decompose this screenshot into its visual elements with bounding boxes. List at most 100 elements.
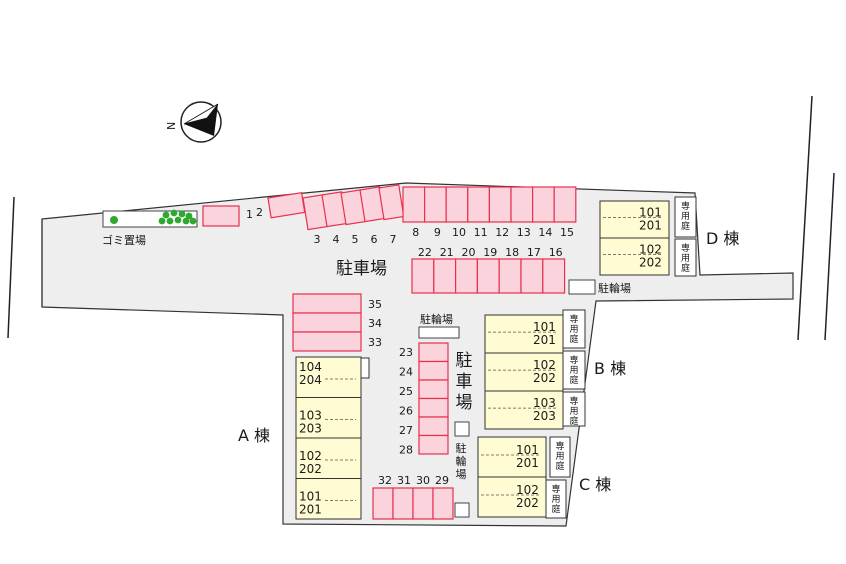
private-garden-label: 専用庭 bbox=[555, 440, 564, 472]
parking-space: 17 bbox=[520, 246, 544, 294]
parking-space-number: 15 bbox=[560, 226, 574, 239]
parking-space-number: 29 bbox=[435, 474, 449, 487]
private-garden: 専用庭 bbox=[674, 238, 697, 277]
unit-number: 201 bbox=[639, 219, 662, 233]
buildings: 1042041032031022021012011012011022021032… bbox=[295, 196, 697, 520]
parking-space-number: 35 bbox=[368, 298, 382, 311]
unit-number: 202 bbox=[299, 462, 322, 476]
unit-number: 103 bbox=[533, 396, 556, 410]
unit-number: 102 bbox=[299, 449, 322, 463]
tree-icon bbox=[110, 216, 118, 224]
parking-space-number: 4 bbox=[333, 233, 340, 246]
parking-space: 28 bbox=[399, 434, 449, 457]
unit-number: 102 bbox=[639, 243, 662, 257]
unit-number: 104 bbox=[299, 360, 322, 374]
tree-icon bbox=[158, 217, 166, 225]
private-garden: 専用庭 bbox=[562, 391, 586, 427]
boundary-line-left bbox=[7, 196, 15, 339]
private-garden: 専用庭 bbox=[562, 350, 586, 390]
parking-space-number: 12 bbox=[495, 226, 509, 239]
unit-number: 204 bbox=[299, 373, 322, 387]
parking-space-number: 31 bbox=[397, 474, 411, 487]
trees bbox=[110, 209, 197, 225]
parking-space: 10 bbox=[445, 186, 469, 239]
parking-space-number: 25 bbox=[399, 385, 413, 398]
parking-space-number: 2 bbox=[256, 206, 263, 219]
tree-icon bbox=[170, 209, 178, 217]
parking-space-number: 9 bbox=[434, 226, 441, 239]
unit-number: 202 bbox=[516, 496, 539, 510]
parking-center-label: 駐車場 bbox=[456, 351, 473, 413]
bicycle-parking-lower-box bbox=[454, 421, 470, 437]
unit-number: 201 bbox=[533, 333, 556, 347]
private-garden-label: 専用庭 bbox=[681, 242, 690, 274]
unit-number: 102 bbox=[516, 483, 539, 497]
parking-space-number: 17 bbox=[527, 246, 541, 259]
parking-space-number: 28 bbox=[399, 444, 413, 457]
parking-space-number: 34 bbox=[368, 317, 382, 330]
parking-space: 6 bbox=[359, 186, 386, 246]
boundary-line-right-2 bbox=[824, 172, 835, 341]
unit-number: 101 bbox=[516, 443, 539, 457]
compass-north-letter: N bbox=[165, 122, 178, 130]
tree-icon bbox=[166, 217, 174, 225]
parking-space-number: 11 bbox=[474, 226, 488, 239]
unit-number: 201 bbox=[516, 456, 539, 470]
building-a-label: A 棟 bbox=[238, 426, 270, 445]
parking-space-number: 30 bbox=[416, 474, 430, 487]
parking-space-number: 24 bbox=[399, 366, 413, 379]
parking-space-number: 1 bbox=[246, 208, 253, 221]
garbage-area-label: ゴミ置場 bbox=[102, 233, 146, 247]
unit-number: 101 bbox=[639, 206, 662, 220]
unit-number: 201 bbox=[299, 503, 322, 517]
parking-space-number: 23 bbox=[399, 346, 413, 359]
parking-space: 35 bbox=[292, 293, 382, 314]
parking-space-number: 33 bbox=[368, 336, 382, 349]
parking-space-number: 14 bbox=[538, 226, 552, 239]
parking-main-label: 駐車場 bbox=[336, 259, 387, 279]
parking-space-number: 5 bbox=[352, 233, 359, 246]
bicycle-parking-lower-label: 駐輪場 bbox=[456, 441, 467, 481]
parking-space: 9 bbox=[424, 186, 447, 239]
parking-space-number: 16 bbox=[549, 246, 563, 259]
parking-space-number: 10 bbox=[452, 226, 466, 239]
bicycle-parking-right-label: 駐輪場 bbox=[598, 281, 631, 295]
parking-space-number: 26 bbox=[399, 405, 413, 418]
private-garden-label: 専用庭 bbox=[681, 200, 690, 232]
parking-space-number: 18 bbox=[505, 246, 519, 259]
parking-space-number: 13 bbox=[517, 226, 531, 239]
unit-number: 203 bbox=[299, 422, 322, 436]
parking-space-number: 7 bbox=[390, 233, 397, 246]
private-garden: 専用庭 bbox=[562, 309, 586, 349]
bicycle-parking-right bbox=[568, 279, 596, 295]
unit-number: 101 bbox=[533, 320, 556, 334]
tree-icon bbox=[182, 217, 190, 225]
building-b-label: B 棟 bbox=[594, 359, 626, 378]
private-garden: 専用庭 bbox=[545, 479, 567, 519]
parking-space: 29 bbox=[432, 474, 454, 520]
building-d-label: D 棟 bbox=[706, 229, 739, 248]
parking-space-number: 3 bbox=[314, 233, 321, 246]
parking-space: 30 bbox=[412, 474, 434, 520]
tree-icon bbox=[189, 217, 197, 225]
bicycle-parking-top bbox=[418, 326, 460, 339]
unit-number: 101 bbox=[299, 490, 322, 504]
parking-space bbox=[202, 205, 240, 227]
unit-number: 202 bbox=[533, 371, 556, 385]
building-c-label: C 棟 bbox=[579, 475, 611, 494]
parking-space-number: 19 bbox=[483, 246, 497, 259]
parking-space-number: 20 bbox=[462, 246, 476, 259]
parking-space: 23 bbox=[399, 342, 449, 363]
parking-space-number: 8 bbox=[412, 226, 419, 239]
unit-number: 103 bbox=[299, 409, 322, 423]
parking-space-number: 6 bbox=[371, 233, 378, 246]
